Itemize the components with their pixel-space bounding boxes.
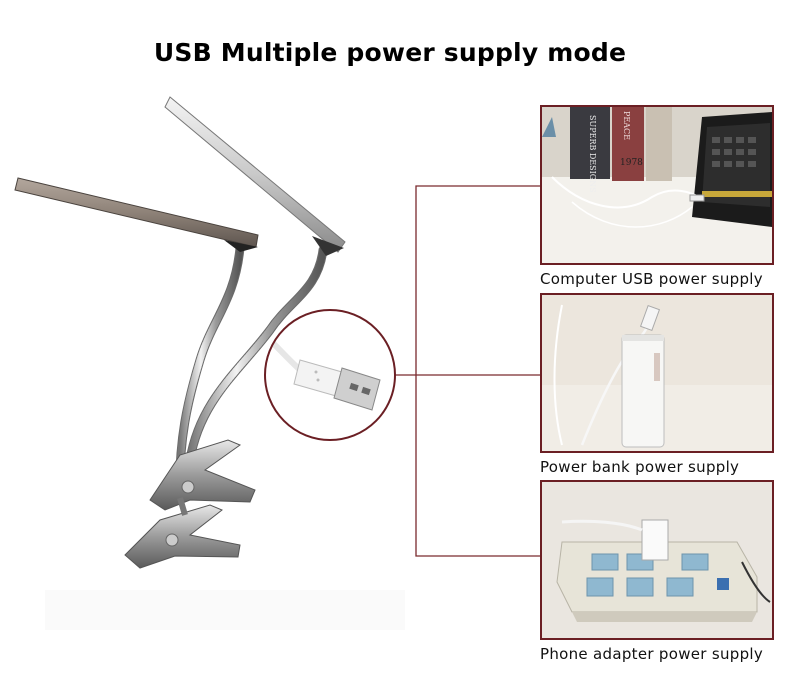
lamp-head-silver [164, 96, 346, 256]
page-title: USB Multiple power supply mode [153, 38, 627, 67]
panel-computer: SUPERB DESIGNS PEACE 1978 [540, 105, 774, 265]
panel-phone-adapter [540, 480, 774, 640]
clip-upper [149, 439, 256, 511]
book-spine-1: SUPERB DESIGNS [588, 115, 597, 193]
book-spine-3: 1978 [620, 158, 643, 168]
clip-lower [124, 497, 241, 569]
usb-plug-closeup [264, 309, 396, 441]
power-strip-photo [542, 482, 772, 638]
book-spine-2: PEACE [622, 111, 631, 140]
gooseneck-arms [175, 243, 328, 505]
panel-power-bank [540, 293, 774, 453]
connector-lines [394, 185, 540, 557]
caption-power-bank: Power bank power supply [540, 458, 740, 476]
lamp-head-bronze [14, 177, 259, 252]
computer-photo: SUPERB DESIGNS PEACE 1978 [542, 107, 772, 263]
caption-phone-adapter: Phone adapter power supply [540, 645, 764, 663]
caption-computer: Computer USB power supply [540, 270, 763, 288]
power-bank-photo [542, 295, 772, 451]
